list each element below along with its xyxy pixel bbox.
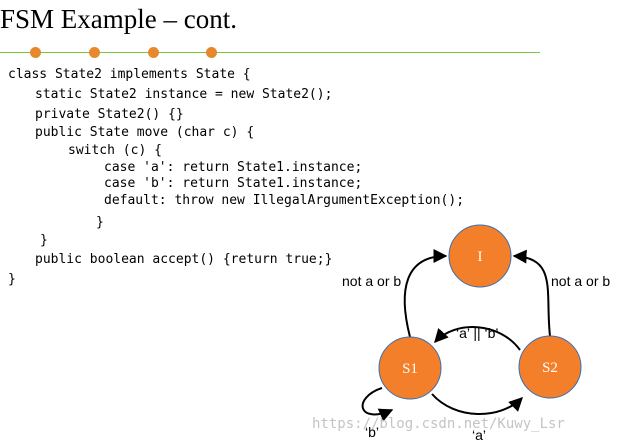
edge-label-s1-to-s2: ‘a’ bbox=[472, 427, 486, 443]
code-line: switch (c) { bbox=[68, 143, 162, 158]
code-line: default: throw new IllegalArgumentExcept… bbox=[104, 193, 465, 208]
bullet-dot bbox=[89, 47, 100, 58]
edge-label-s1-to-i: not a or b bbox=[342, 273, 401, 289]
code-line: } bbox=[40, 233, 48, 248]
code-line: } bbox=[96, 215, 104, 230]
edge-s2-to-i bbox=[512, 249, 551, 337]
state-s1-label: S1 bbox=[402, 361, 418, 377]
state-s1 bbox=[378, 336, 442, 400]
code-line: case 'a': return State1.instance; bbox=[104, 160, 363, 175]
watermark: https://blog.csdn.net/Kuwy_Lsr bbox=[312, 416, 565, 432]
bullet-dot bbox=[206, 47, 217, 58]
edge-s1-to-i bbox=[403, 249, 448, 338]
code-line: case 'b': return State1.instance; bbox=[104, 176, 363, 191]
edge-label-s1-self: ‘b’ bbox=[365, 424, 379, 440]
state-i-label: I bbox=[478, 249, 483, 265]
edge-s1-self-loop bbox=[361, 387, 394, 422]
code-line: private State2() {} bbox=[35, 107, 184, 122]
state-s2 bbox=[518, 335, 582, 399]
code-line: } bbox=[8, 272, 16, 287]
bullet-dot bbox=[30, 47, 41, 58]
code-line: static State2 instance = new State2(); bbox=[35, 87, 333, 102]
edge-label-s2-to-i: not a or b bbox=[551, 273, 610, 289]
title-underline bbox=[0, 52, 540, 53]
state-s2-label: S2 bbox=[542, 360, 558, 376]
state-i bbox=[448, 224, 512, 288]
slide-title: FSM Example – cont. bbox=[0, 4, 237, 34]
edge-s2-to-s1 bbox=[434, 326, 521, 351]
code-line: public State move (char c) { bbox=[35, 125, 255, 140]
edge-s1-to-s2 bbox=[431, 393, 523, 415]
code-line: public boolean accept() {return true;} bbox=[35, 252, 333, 267]
code-line: class State2 implements State { bbox=[8, 67, 251, 82]
edge-label-s2-to-s1: ‘a’ || ‘b’ bbox=[456, 325, 499, 341]
bullet-dot bbox=[148, 47, 159, 58]
